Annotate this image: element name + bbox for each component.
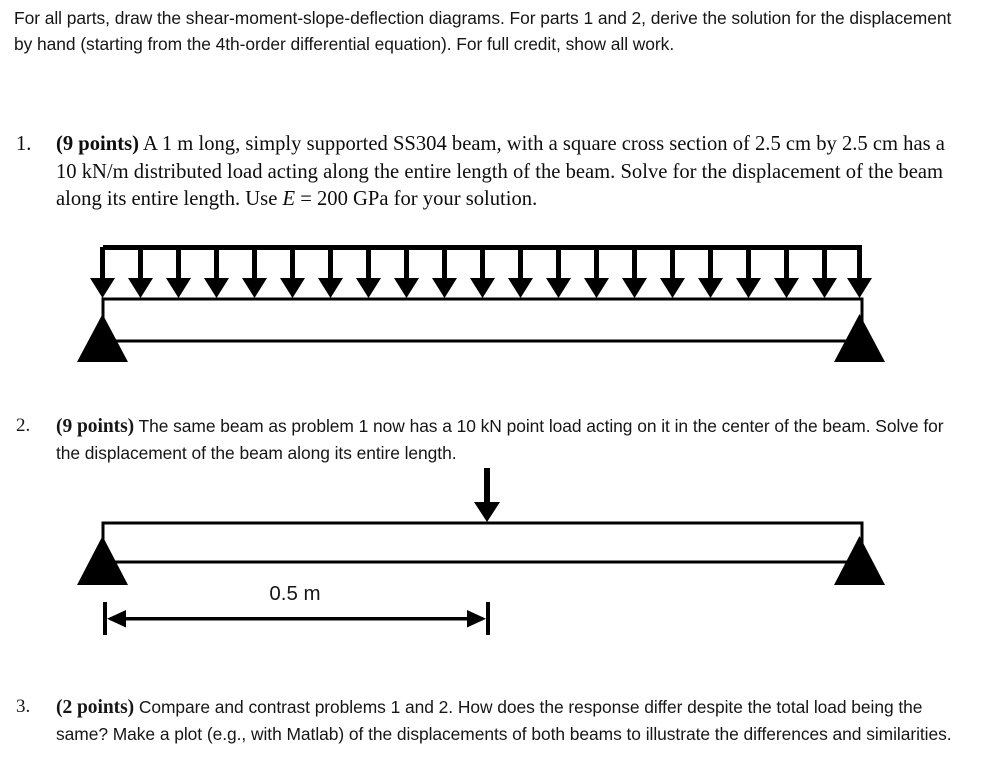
problem-1-number: 1.: [16, 133, 32, 155]
problem-2-number: 2.: [16, 415, 31, 436]
dimension-shaft: [110, 617, 483, 621]
intro-paragraph: For all parts, draw the shear-moment-slo…: [14, 8, 952, 54]
problem-3: 3. (2 points) Compare and contrast probl…: [16, 694, 968, 747]
problem-2-body: (9 points) The same beam as problem 1 no…: [56, 413, 968, 466]
problem-3-points: (2 points): [56, 697, 135, 718]
problem-1-points: (9 points): [56, 133, 139, 155]
problem-2-text: The same beam as problem 1 now has a 10 …: [56, 416, 944, 463]
distributed-load-beam-drawing: [77, 245, 885, 362]
point-load-beam-drawing: 0.5 m: [77, 468, 885, 635]
beam-body: [101, 521, 864, 564]
left-pin-support: [77, 536, 128, 585]
figure-distributed-load-beam: [0, 236, 988, 376]
problem-2-points: (9 points): [56, 416, 135, 437]
dimension-label: 0.5 m: [269, 582, 320, 605]
distributed-load-arrows: [90, 247, 872, 298]
right-pin-support: [834, 314, 885, 362]
beam-body: [101, 297, 864, 343]
dimension-tick-right: [486, 602, 490, 635]
dimension-arrowhead-left: [107, 610, 126, 628]
problem-1-body: (9 points) A 1 m long, simply supported …: [56, 131, 968, 214]
problem-1: 1. (9 points) A 1 m long, simply support…: [16, 131, 968, 214]
figure-point-load-beam: 0.5 m: [0, 460, 988, 655]
dimension-arrowhead-right: [467, 610, 486, 628]
left-pin-support: [77, 314, 128, 362]
problem-2: 2. (9 points) The same beam as problem 1…: [16, 413, 968, 466]
problem-3-body: (2 points) Compare and contrast problems…: [56, 694, 968, 747]
dimension-tick-left: [103, 602, 107, 635]
problem-3-text: Compare and contrast problems 1 and 2. H…: [56, 697, 952, 744]
right-pin-support: [834, 536, 885, 585]
problem-1-text: A 1 m long, simply supported SS304 beam,…: [56, 133, 945, 210]
problem-1-math-variable: E: [282, 188, 296, 210]
dimension-line-group: [103, 602, 490, 635]
problem-1-text-tail: = 200 GPa for your solution.: [295, 188, 538, 210]
point-load-arrow: [474, 468, 500, 522]
problem-3-number: 3.: [16, 696, 31, 717]
